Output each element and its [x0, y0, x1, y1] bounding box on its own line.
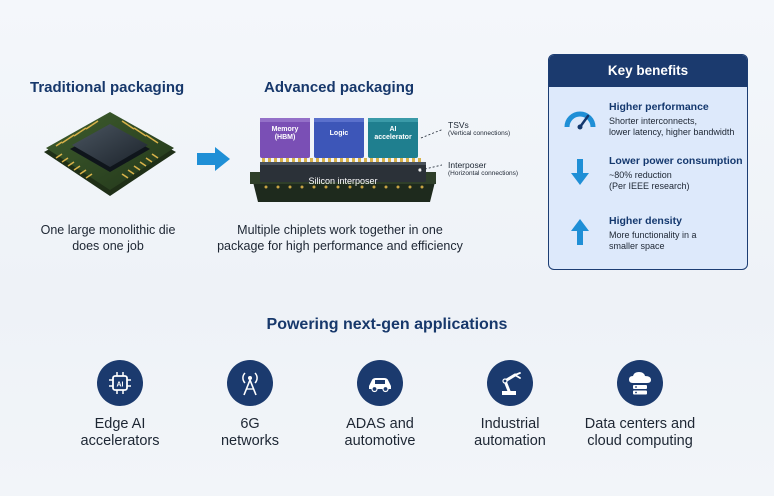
app-label-line2: automotive — [344, 433, 416, 449]
chiplet-ai-line2: accelerator — [374, 134, 412, 141]
advanced-packaging-heading: Advanced packaging — [264, 79, 415, 96]
advanced-caption-line1: Multiple chiplets work together in one — [237, 223, 443, 237]
speedometer-icon — [564, 111, 596, 130]
car-icon — [369, 378, 391, 393]
advanced-caption: Multiple chiplets work together in one p… — [206, 222, 474, 254]
app-label-line1: Edge AI — [94, 416, 146, 432]
benefit-title: Lower power consumption — [609, 155, 743, 167]
app-edge-ai: AI Edge AI accelerators — [55, 360, 185, 450]
app-icon-circle — [487, 360, 533, 406]
app-label: ADAS and automotive — [315, 416, 445, 450]
arrow-up-icon — [571, 219, 589, 245]
traditional-caption-line2: does one job — [72, 239, 144, 253]
app-label-line1: Data centers and — [584, 416, 696, 432]
arrow-right-icon — [197, 147, 230, 171]
benefit-description: Shorter interconnects, lower latency, hi… — [609, 116, 747, 138]
traditional-packaging-heading: Traditional packaging — [30, 79, 185, 96]
chiplet-memory-line1: Memory — [271, 126, 299, 133]
benefit-desc-line1: Shorter interconnects, — [609, 116, 698, 126]
tsv-annotation: TSVs (Vertical connections) — [448, 120, 510, 137]
app-label-line2: automation — [474, 433, 546, 449]
interposer-label: Silicon interposer — [308, 176, 378, 186]
benefit-description: More functionality in a smaller space — [609, 230, 747, 252]
app-label: Edge AI accelerators — [55, 416, 185, 450]
ai-chip-icon: AI — [109, 372, 131, 394]
svg-text:AI: AI — [117, 382, 124, 389]
traditional-caption-line1: One large monolithic die — [40, 223, 176, 237]
app-label-line1: 6G — [240, 416, 260, 432]
key-benefits-panel: Key benefits Higher performance Shorter … — [548, 54, 748, 270]
arrow-down-icon — [571, 159, 589, 185]
app-label-line2: cloud computing — [587, 433, 693, 449]
chiplet-ai-line1: AI — [389, 126, 397, 133]
app-icon-circle: AI — [97, 360, 143, 406]
app-label-line2: accelerators — [80, 433, 160, 449]
antenna-tower-icon — [242, 372, 258, 396]
app-label-line1: ADAS and — [346, 416, 414, 432]
applications-heading: Powering next-gen applications — [266, 316, 508, 333]
app-adas-automotive: ADAS and automotive — [315, 360, 445, 450]
benefit-title: Higher density — [609, 215, 682, 227]
chiplet-memory-label: Memory (HBM) — [260, 126, 310, 142]
tsv-subtitle: (Vertical connections) — [448, 130, 511, 137]
chiplet-logic-label: Logic — [314, 130, 364, 138]
benefit-title: Higher performance — [609, 101, 709, 113]
interposer-title: Interposer — [448, 160, 487, 170]
app-icon-circle — [357, 360, 403, 406]
app-label: 6G networks — [185, 416, 315, 450]
app-label: Industrial automation — [445, 416, 575, 450]
interposer-annotation: Interposer (Horizontal connections) — [448, 160, 518, 177]
benefit-desc-line1: More functionality in a — [609, 230, 697, 240]
app-industrial-automation: Industrial automation — [445, 360, 575, 450]
monolithic-chip-illustration — [44, 112, 176, 196]
chiplet-logic-line1: Logic — [329, 130, 349, 137]
advanced-caption-line2: package for high performance and efficie… — [217, 239, 463, 253]
benefit-desc-line2: (Per IEEE research) — [609, 181, 690, 191]
benefit-description: ~80% reduction (Per IEEE research) — [609, 170, 747, 192]
chiplet-ai-label: AI accelerator — [368, 126, 418, 142]
app-label: Data centers and cloud computing — [575, 416, 705, 450]
app-label-line2: networks — [220, 433, 280, 449]
chiplet-memory-line2: (HBM) — [274, 134, 296, 141]
cloud-server-icon — [629, 372, 651, 395]
interposer-subtitle: (Horizontal connections) — [448, 170, 519, 177]
benefit-desc-line2: lower latency, higher bandwidth — [609, 127, 735, 137]
app-data-centers: Data centers and cloud computing — [575, 360, 705, 450]
benefit-desc-line1: ~80% reduction — [609, 170, 672, 180]
key-benefits-title: Key benefits — [549, 55, 747, 87]
tsv-title: TSVs — [448, 120, 469, 130]
app-label-line1: Industrial — [480, 416, 540, 432]
benefit-desc-line2: smaller space — [609, 241, 665, 251]
traditional-caption: One large monolithic die does one job — [30, 222, 186, 254]
robot-arm-icon — [502, 372, 521, 395]
app-6g-networks: 6G networks — [185, 360, 315, 450]
chiplet-package-illustration — [250, 118, 442, 202]
app-icon-circle — [617, 360, 663, 406]
app-icon-circle — [227, 360, 273, 406]
